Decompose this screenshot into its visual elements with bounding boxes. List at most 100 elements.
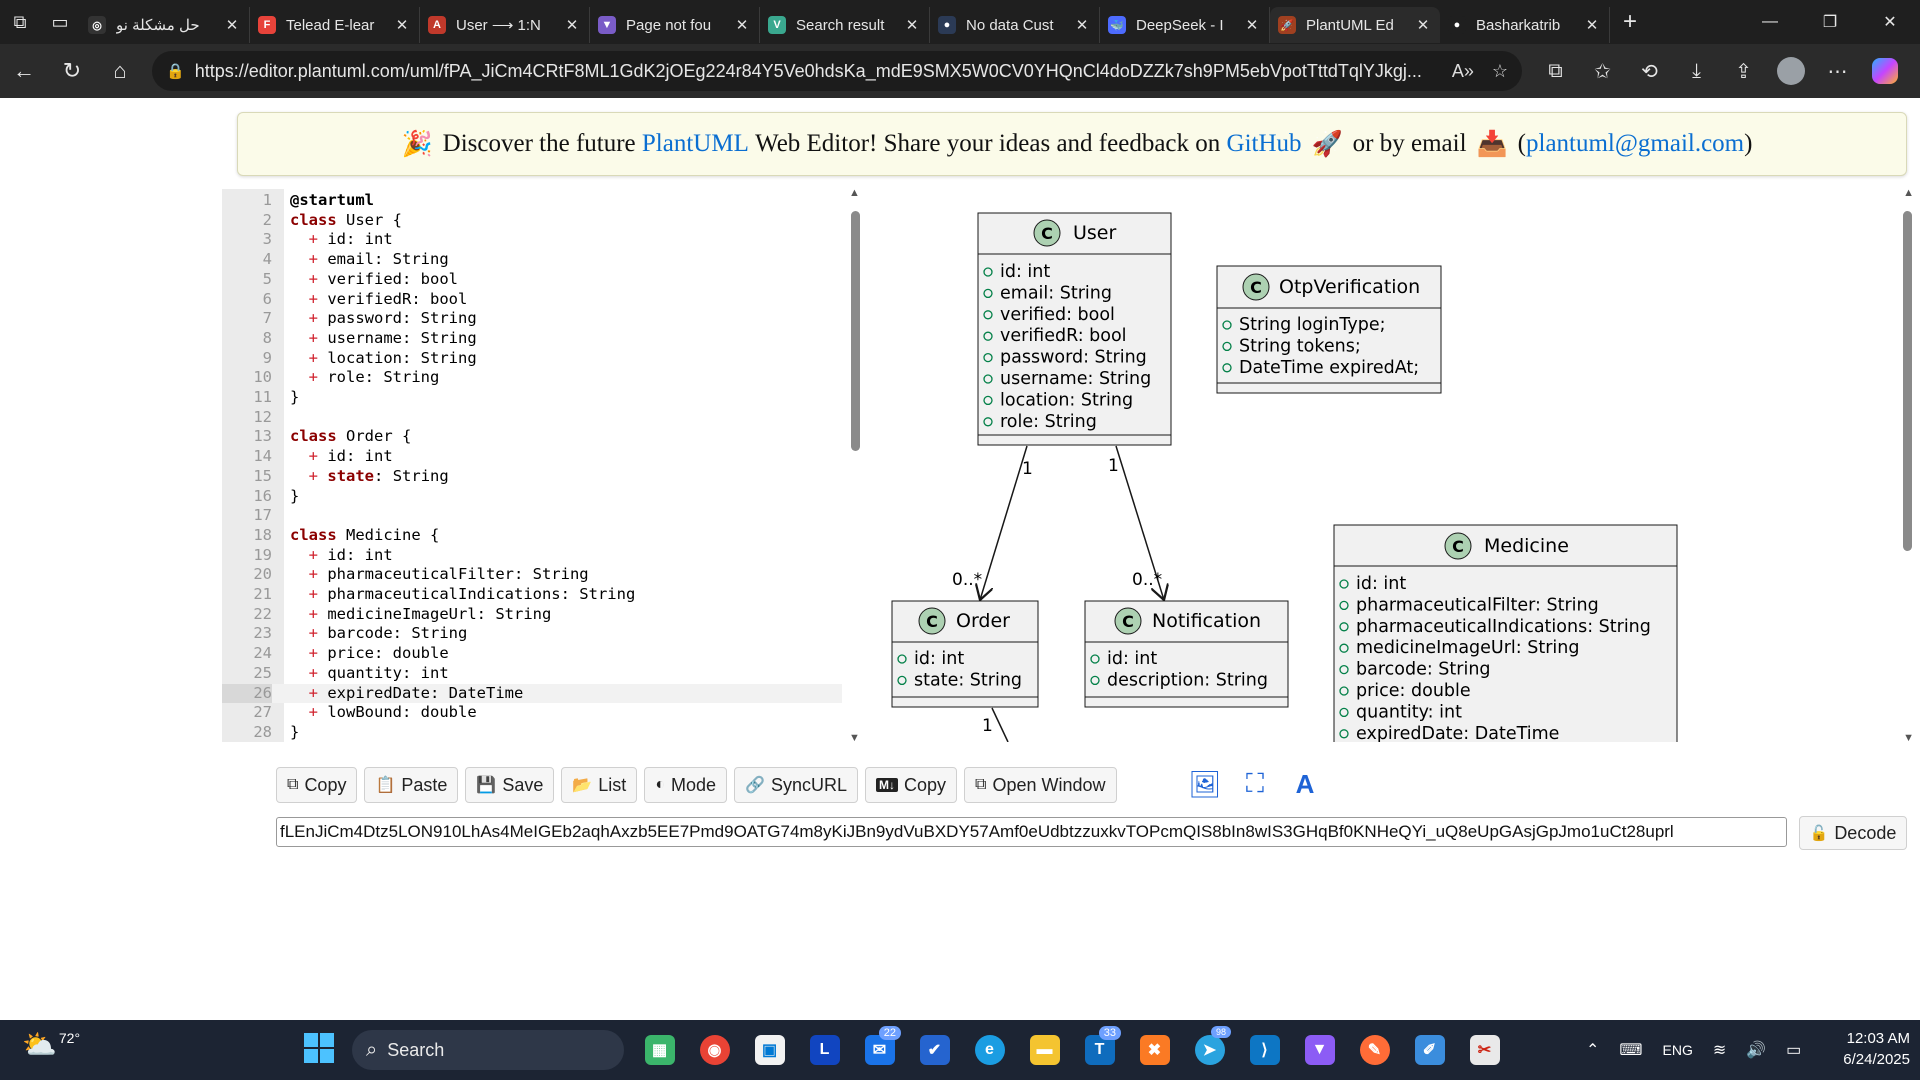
more-icon[interactable]: ⋯ bbox=[1827, 60, 1848, 83]
code-line[interactable]: 19 + id: int bbox=[222, 546, 842, 566]
github-link[interactable]: GitHub bbox=[1226, 130, 1302, 157]
code-line[interactable]: 4 + email: String bbox=[222, 250, 842, 270]
tab-close-icon[interactable]: ✕ bbox=[735, 17, 749, 34]
postman-app-icon[interactable]: ✎ bbox=[1347, 1030, 1402, 1070]
browser-tab[interactable]: ◎حل مشكلة نو✕ bbox=[80, 7, 250, 43]
svg-vector-icon[interactable]: ⛶ bbox=[1245, 768, 1265, 798]
minimize-icon[interactable]: — bbox=[1762, 13, 1778, 30]
code-line[interactable]: 7 + password: String bbox=[222, 309, 842, 329]
code-line[interactable]: 9 + location: String bbox=[222, 349, 842, 369]
diagram-scroll-down-icon[interactable]: ▼ bbox=[1903, 732, 1914, 742]
back-icon[interactable]: ← bbox=[13, 58, 35, 83]
tab-close-icon[interactable]: ✕ bbox=[1245, 17, 1259, 34]
chevron-up-icon[interactable]: ⌃ bbox=[1586, 1042, 1600, 1059]
restore-icon[interactable]: ❐ bbox=[1822, 14, 1838, 31]
file-explorer-icon[interactable]: ▬ bbox=[1017, 1030, 1072, 1070]
code-line[interactable]: 6 + verifiedR: bool bbox=[222, 290, 842, 310]
tab-close-icon[interactable]: ✕ bbox=[1075, 17, 1089, 34]
class-medicine[interactable]: C Medicine id: intpharmaceuticalFilter: … bbox=[1333, 524, 1678, 742]
code-line[interactable]: 15 + state: String bbox=[222, 467, 842, 487]
refresh-icon[interactable]: ↻ bbox=[62, 58, 82, 83]
scroll-up-icon[interactable]: ▲ bbox=[849, 189, 860, 199]
close-window-icon[interactable]: ✕ bbox=[1883, 14, 1897, 31]
l-app-icon[interactable]: L bbox=[797, 1030, 852, 1070]
editor-scroll-thumb[interactable] bbox=[851, 211, 860, 451]
code-line[interactable]: 28} bbox=[222, 723, 842, 742]
diagram-scroll-thumb[interactable] bbox=[1903, 211, 1912, 551]
code-line[interactable]: 20 + pharmaceuticalFilter: String bbox=[222, 565, 842, 585]
list-button[interactable]: 📂List bbox=[561, 767, 638, 803]
xampp-app-icon[interactable]: ✖ bbox=[1127, 1030, 1182, 1070]
code-line[interactable]: 26 + expiredDate: DateTime bbox=[222, 683, 842, 704]
wifi-icon[interactable]: ≋ bbox=[1712, 1042, 1727, 1059]
address-bar[interactable]: 🔒 https://editor.plantuml.com/uml/fPA_Ji… bbox=[152, 51, 1522, 91]
code-line[interactable]: 21 + pharmaceuticalIndications: String bbox=[222, 585, 842, 605]
battery-icon[interactable]: ▭ bbox=[1786, 1042, 1802, 1059]
code-line[interactable]: 17 bbox=[222, 506, 842, 526]
read-aloud-icon[interactable]: A» bbox=[1451, 60, 1474, 81]
edge-app-icon[interactable]: e bbox=[962, 1030, 1017, 1070]
share-icon[interactable]: ⇪ bbox=[1735, 60, 1752, 83]
code-line[interactable]: 24 + price: double bbox=[222, 644, 842, 664]
mail-app-icon[interactable]: ✉22 bbox=[852, 1026, 907, 1070]
paste-button[interactable]: 📋Paste bbox=[364, 767, 459, 803]
plantuml-link[interactable]: PlantUML bbox=[641, 130, 749, 157]
editor-scrollbar[interactable]: ▲ ▼ bbox=[849, 189, 861, 742]
tab-close-icon[interactable]: ✕ bbox=[565, 17, 579, 34]
code-line[interactable]: 14 + id: int bbox=[222, 447, 842, 467]
keyboard-icon[interactable]: ⌨ bbox=[1619, 1042, 1643, 1059]
copy-markdown-button[interactable]: M↓Copy bbox=[864, 767, 957, 803]
mode-button[interactable]: ◐Mode bbox=[644, 767, 728, 803]
weather-widget[interactable]: ⛅ 72° bbox=[22, 1028, 80, 1061]
new-tab-icon[interactable]: + bbox=[1622, 8, 1637, 35]
vite-app-icon[interactable]: ▼ bbox=[1292, 1030, 1347, 1070]
snipping-app-icon[interactable]: ✂ bbox=[1457, 1030, 1512, 1070]
vscode-app-icon[interactable]: ⟩ bbox=[1237, 1030, 1292, 1070]
downloads-icon[interactable]: ⤓ bbox=[1692, 59, 1701, 82]
favorite-star-icon[interactable]: ☆ bbox=[1491, 60, 1508, 81]
code-line[interactable]: 11} bbox=[222, 388, 842, 408]
telegram-app-icon[interactable]: ➤98 bbox=[1182, 1026, 1237, 1070]
lock-icon[interactable]: 🔒 bbox=[166, 63, 185, 80]
code-line[interactable]: 12 bbox=[222, 408, 842, 428]
code-line[interactable]: 27 + lowBound: double bbox=[222, 703, 842, 723]
home-icon[interactable]: ⌂ bbox=[113, 58, 127, 83]
copy-button[interactable]: ⧉Copy bbox=[276, 767, 358, 803]
language-indicator[interactable]: ENG bbox=[1662, 1042, 1693, 1058]
taskbar-search[interactable]: ⌕ Search bbox=[352, 1030, 624, 1070]
tab-close-icon[interactable]: ✕ bbox=[225, 17, 239, 34]
history-icon[interactable]: ⟲ bbox=[1641, 60, 1658, 83]
decode-button[interactable]: 🔓Decode bbox=[1799, 816, 1907, 850]
browser-tab[interactable]: ▼Page not fou✕ bbox=[590, 7, 760, 43]
extensions-icon[interactable]: ⧉ bbox=[1548, 59, 1563, 82]
workspaces-icon[interactable]: ⧉ bbox=[13, 11, 27, 32]
open-window-button[interactable]: ⧉Open Window bbox=[964, 767, 1117, 803]
class-otpverification[interactable]: OtpVerification C OtpVerification String… bbox=[1216, 265, 1442, 394]
code-line[interactable]: 16} bbox=[222, 487, 842, 507]
todo-app-icon[interactable]: ✔ bbox=[907, 1030, 962, 1070]
favorites-icon[interactable]: ✩ bbox=[1594, 60, 1611, 83]
browser-tab[interactable]: ●Basharkatrib✕ bbox=[1440, 7, 1610, 43]
profile-avatar[interactable] bbox=[1767, 44, 1814, 98]
chrome-app-icon[interactable]: ◉ bbox=[687, 1030, 742, 1070]
ascii-text-icon[interactable]: A bbox=[1295, 768, 1315, 799]
diagram-scroll-up-icon[interactable]: ▲ bbox=[1903, 189, 1914, 199]
browser-tab[interactable]: 🐳DeepSeek - I✕ bbox=[1100, 7, 1270, 43]
copilot-icon[interactable] bbox=[1861, 44, 1908, 98]
vertical-tabs-icon[interactable]: ▭ bbox=[51, 11, 69, 32]
widgets-app-icon[interactable]: ▦ bbox=[632, 1030, 687, 1070]
clock[interactable]: 12:03 AM 6/24/2025 bbox=[1810, 1028, 1910, 1070]
browser-tab[interactable]: 🚀PlantUML Ed✕ bbox=[1270, 7, 1440, 43]
code-line[interactable]: 25 + quantity: int bbox=[222, 664, 842, 684]
url-text[interactable]: https://editor.plantuml.com/uml/fPA_JiCm… bbox=[194, 60, 1422, 81]
